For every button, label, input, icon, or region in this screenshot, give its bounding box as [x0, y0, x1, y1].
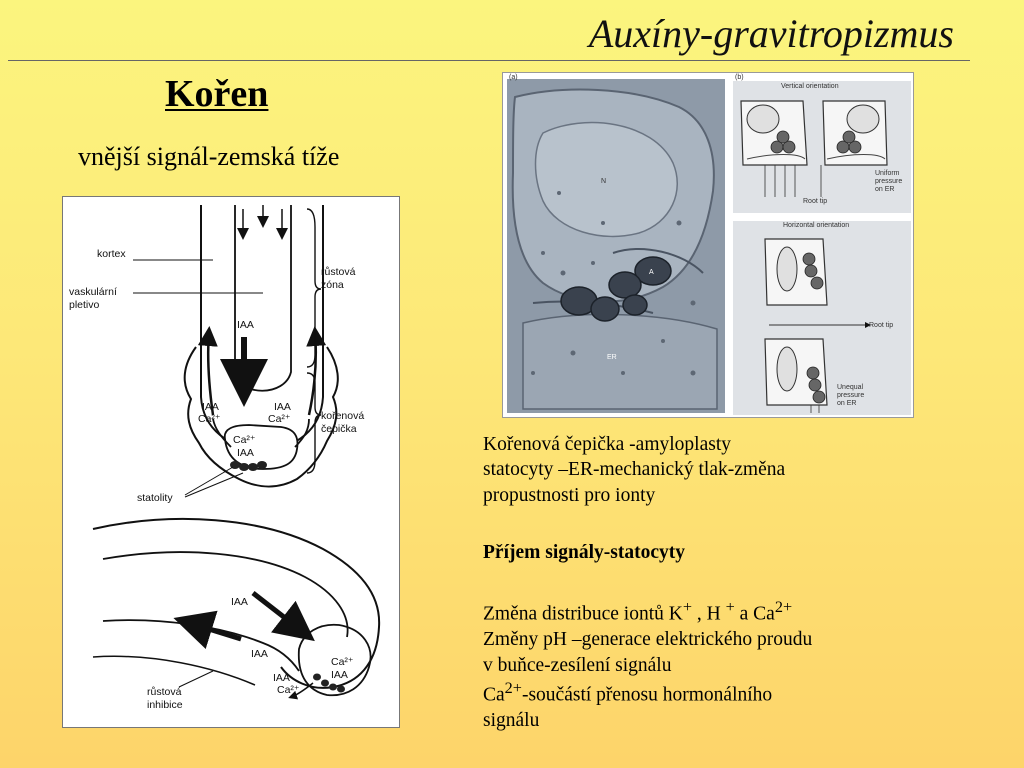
label-kortex: kortex [97, 248, 126, 260]
label-korenova-cepicka: kořenová [321, 410, 364, 422]
desc-ph-line: Změny pH –generace elektrického proudu [483, 629, 813, 651]
label-ca-center: Ca²⁺ [233, 434, 255, 446]
desc-ion-line: Změna distribuce iontů K+ , H + a Ca2+ [483, 598, 793, 625]
label-a: (a) [509, 74, 518, 81]
label-amyloplast: A [649, 269, 654, 276]
statoliths-horizontal [313, 673, 345, 693]
root-diagram-svg: kortex vaskulární pletivo růstová zóna k… [69, 205, 381, 711]
label-iaa-top: IAA [237, 319, 254, 331]
svg-text:zóna: zóna [321, 279, 344, 291]
statocyte-figure-svg: (a) N A ER (b) Vertical orientation Root… [507, 74, 911, 415]
label-rustova-inhibice: růstová [147, 686, 182, 698]
label-iaa-horizontal-cap: IAA [331, 669, 348, 681]
root-diagram: kortex vaskulární pletivo růstová zóna k… [62, 196, 400, 728]
label-iaa-horizontal-lower: IAA [251, 648, 268, 660]
svg-text:inhibice: inhibice [147, 699, 183, 711]
slide-title: Auxíny-gravitropizmus [588, 11, 954, 56]
horizontal-root-bottom [92, 655, 256, 686]
svg-text:čepička: čepička [321, 423, 357, 435]
desc-line-1: Kořenová čepička -amyloplasty [483, 434, 731, 455]
label-uniform: Uniform [875, 170, 900, 177]
lead-text: vnější signál-zemská tíže [78, 142, 340, 171]
label-iaa-center: IAA [237, 447, 254, 459]
label-iaa-left: IAA [202, 401, 219, 413]
label-er: ER [607, 354, 617, 361]
label-ca-right: Ca²⁺ [268, 413, 290, 425]
label-b: (b) [735, 74, 744, 81]
label-nucleus: N [601, 178, 606, 185]
label-unequal: Unequal [837, 384, 864, 391]
label-ca-horizontal: Ca²⁺ [331, 656, 353, 668]
vertical-orientation-title: Vertical orientation [781, 83, 839, 90]
vertical-root-cap-outline [183, 346, 339, 488]
svg-text:pressure: pressure [837, 392, 864, 399]
horizontal-root-cap [297, 623, 372, 697]
statocyte-figure: (a) N A ER (b) Vertical orientation Root… [502, 72, 914, 418]
desc-signal-line: signálu [483, 709, 540, 731]
label-vaskularni: vaskulární [69, 286, 117, 298]
horizontal-root-lower [102, 619, 300, 672]
label-statolity: statolity [137, 492, 173, 504]
description: Kořenová čepička -amyloplasty statocyty … [483, 432, 943, 733]
svg-text:on ER: on ER [875, 186, 894, 193]
desc-amplify-line: v buňce-zesílení signálu [483, 654, 672, 676]
desc-line-2: statocyty –ER-mechanický tlak-změna [483, 459, 786, 481]
horizontal-root-inner [102, 551, 349, 638]
desc-ca-line: Ca2+-součástí přenosu hormonálního [483, 678, 773, 706]
desc-heading: Příjem signály-statocyty [483, 542, 685, 564]
desc-line-3: propustnosti pro ionty [483, 484, 656, 506]
label-iaa-horizontal: IAA [231, 596, 248, 608]
label-root-tip-vertical: Root tip [803, 198, 827, 205]
slide-subheading: Kořen [165, 73, 269, 115]
svg-text:on ER: on ER [837, 400, 856, 407]
horizontal-orientation-title: Horizontal orientation [783, 222, 849, 229]
label-rustova-zona: růstová [321, 266, 356, 278]
title-divider [8, 60, 970, 61]
svg-text:pressure: pressure [875, 178, 902, 185]
micrograph-nucleus [534, 121, 678, 238]
svg-text:pletivo: pletivo [69, 299, 100, 311]
label-ca-left: Ca²⁺ [198, 413, 220, 425]
label-iaa-right: IAA [274, 401, 291, 413]
label-root-tip-horizontal: Root tip [869, 322, 893, 329]
micrograph-amyloplasts [560, 256, 672, 322]
label-iaa-horizontal-bottom: IAA [273, 672, 290, 684]
